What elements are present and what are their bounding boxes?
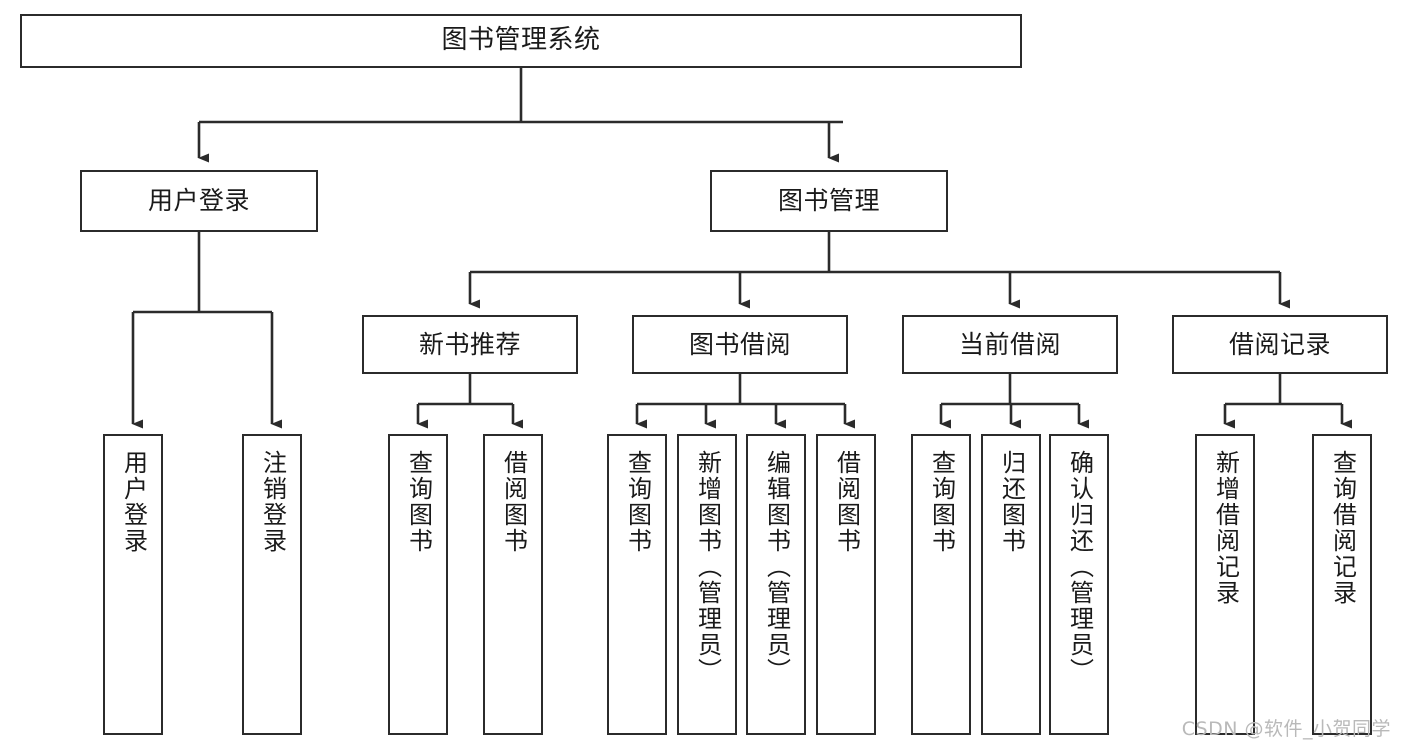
node-borrow-record[interactable]: 借阅记录 [1172,315,1388,374]
node-leaf-bookborrow-query-book[interactable]: 查询图书 [607,434,667,735]
node-label: 查询借阅记录 [1328,450,1357,606]
node-leaf-user-login[interactable]: 用户登录 [103,434,163,735]
node-label: 图书管理 [777,186,880,215]
node-label: 借阅图书 [832,450,861,554]
node-label: 注销登录 [258,450,287,554]
node-label: 当前借阅 [958,329,1061,359]
node-label: 借阅记录 [1228,329,1331,359]
node-label: 用户登录 [119,450,148,554]
node-leaf-currentborrow-query-book[interactable]: 查询图书 [911,434,971,735]
node-label: 图书管理系统 [441,25,601,56]
node-label: 借阅图书 [499,450,528,554]
node-root-system[interactable]: 图书管理系统 [20,14,1022,68]
node-new-book-recommend[interactable]: 新书推荐 [362,315,578,374]
node-leaf-logout[interactable]: 注销登录 [242,434,302,735]
node-label: 用户登录 [147,186,250,215]
node-leaf-bookborrow-edit-book-admin[interactable]: 编辑图书（管理员） [746,434,806,735]
node-leaf-borrowrecord-add-record[interactable]: 新增借阅记录 [1195,434,1255,735]
node-leaf-newbook-borrow-book[interactable]: 借阅图书 [483,434,543,735]
node-label: 查询图书 [927,450,956,554]
node-current-borrow[interactable]: 当前借阅 [902,315,1118,374]
node-leaf-borrowrecord-query-record[interactable]: 查询借阅记录 [1312,434,1372,735]
node-label: 新增图书（管理员） [693,450,722,684]
node-leaf-bookborrow-add-book-admin[interactable]: 新增图书（管理员） [677,434,737,735]
watermark-text: CSDN @软件_小贺同学 [1181,718,1391,740]
node-label: 查询图书 [623,450,652,554]
node-label: 图书借阅 [688,329,791,359]
node-book-borrow[interactable]: 图书借阅 [632,315,848,374]
node-label: 查询图书 [404,450,433,554]
node-leaf-bookborrow-borrow-book[interactable]: 借阅图书 [816,434,876,735]
node-book-management[interactable]: 图书管理 [710,170,948,232]
node-label: 归还图书 [997,450,1026,554]
node-user-login[interactable]: 用户登录 [80,170,318,232]
node-leaf-newbook-query-book[interactable]: 查询图书 [388,434,448,735]
node-label: 编辑图书（管理员） [762,450,791,684]
node-label: 新书推荐 [418,329,521,359]
node-label: 新增借阅记录 [1211,450,1240,606]
node-label: 确认归还（管理员） [1065,450,1094,684]
node-leaf-currentborrow-confirm-return-admin[interactable]: 确认归还（管理员） [1049,434,1109,735]
node-leaf-currentborrow-return-book[interactable]: 归还图书 [981,434,1041,735]
